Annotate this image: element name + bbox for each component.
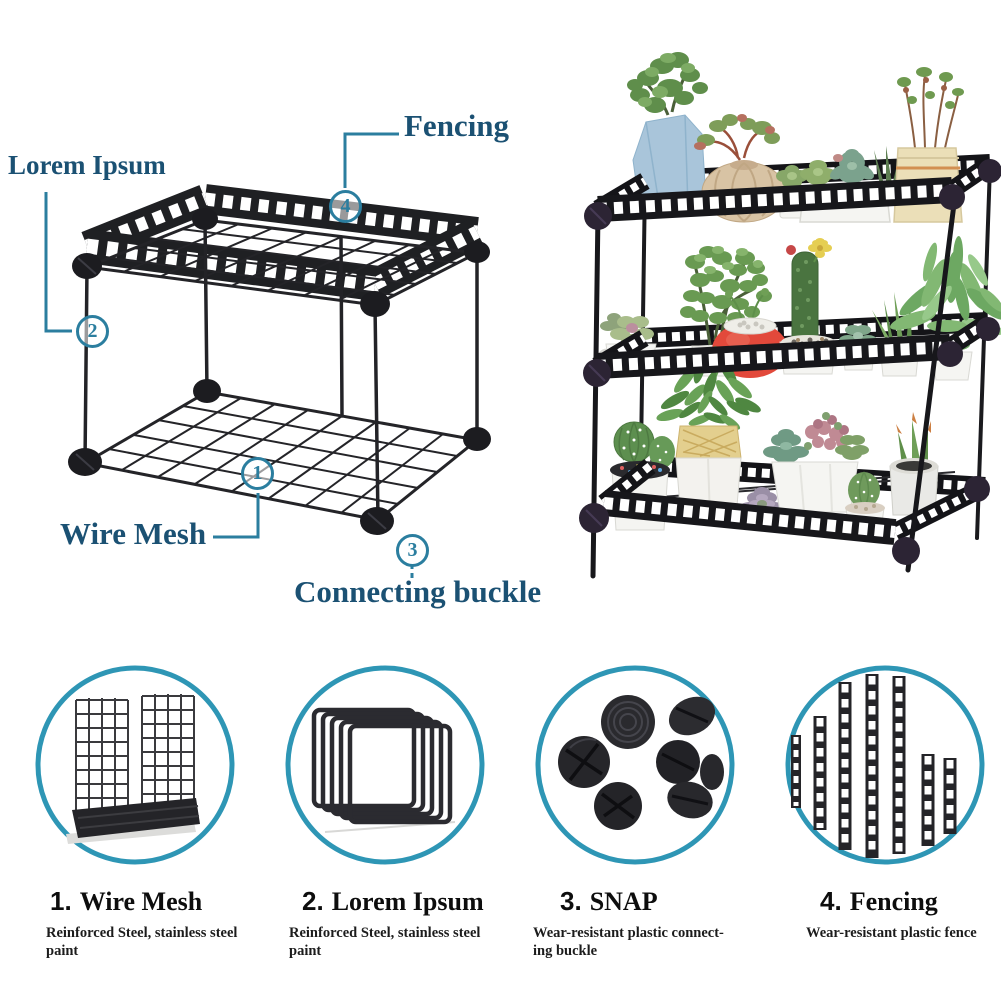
diagram-buckles [68, 208, 491, 535]
callout-number-4: 4 [329, 190, 362, 223]
aloe-round-pot [889, 412, 939, 516]
part-1-desc-line2: paint [46, 943, 79, 959]
stacked-frames-detail-image [311, 707, 453, 825]
detail-circles [35, 665, 985, 865]
part-3-title: 3. SNAP [560, 886, 658, 917]
part-1-title: 1. Wire Mesh [50, 886, 202, 917]
part-4-description: Wear-resistant plastic fence [806, 924, 1001, 942]
part-2-title: 2. Lorem Ipsum [302, 886, 484, 917]
plant-stand-photo [579, 52, 1001, 579]
label-lorem-ipsum: Lorem Ipsum [8, 150, 166, 180]
part-1-number: 1. [50, 886, 72, 916]
part-2-number: 2. [302, 886, 324, 916]
callout-number-1: 1 [241, 457, 274, 490]
label-wire-mesh: Wire Mesh [60, 516, 207, 551]
part-3-name: SNAP [589, 887, 658, 916]
detail-circle-snaps [535, 665, 735, 865]
snap-buckles-detail-image [558, 695, 724, 830]
photo-buckles [579, 159, 1001, 565]
part-4-title: 4. Fencing [820, 886, 938, 917]
detail-circle-frames [285, 665, 485, 865]
part-1-desc-line1: Reinforced Steel, stainless steel [46, 925, 238, 941]
part-2-desc-line1: Reinforced Steel, stainless steel [289, 925, 481, 941]
pineapple-pot-plant [656, 346, 761, 519]
photo-front-bands [592, 156, 996, 545]
part-4-number: 4. [820, 886, 842, 916]
part-4-desc-line1: Wear-resistant plastic fence [806, 925, 977, 941]
part-3-desc-line2: ing buckle [533, 943, 598, 959]
detail-circle-fencing [785, 665, 985, 865]
label-fencing: Fencing [404, 108, 510, 143]
part-2-name: Lorem Ipsum [331, 887, 484, 916]
part-1-description: Reinforced Steel, stainless steel paint [46, 924, 264, 960]
part-2-desc-line2: paint [289, 943, 322, 959]
diagram-top-mesh [81, 218, 483, 307]
diagram-rack [44, 132, 491, 580]
detail-circle-wire-mesh [35, 665, 235, 865]
callout-number-3: 3 [396, 534, 429, 567]
part-4-name: Fencing [849, 887, 938, 916]
part-3-desc-line1: Wear-resistant plastic connect- [533, 925, 724, 941]
part-1-name: Wire Mesh [79, 887, 203, 916]
part-2-description: Reinforced Steel, stainless steel paint [289, 924, 507, 960]
white-geometric-bowl-succulents [763, 412, 869, 513]
fencing-strips-detail-image [791, 674, 957, 858]
wire-mesh-detail-image [75, 694, 195, 813]
label-connecting-buckle: Connecting buckle [294, 574, 542, 609]
diagram-bottom-mesh [80, 390, 481, 522]
part-3-description: Wear-resistant plastic connect- ing buck… [533, 924, 751, 960]
part-3-number: 3. [560, 886, 582, 916]
callout-number-2: 2 [76, 315, 109, 348]
